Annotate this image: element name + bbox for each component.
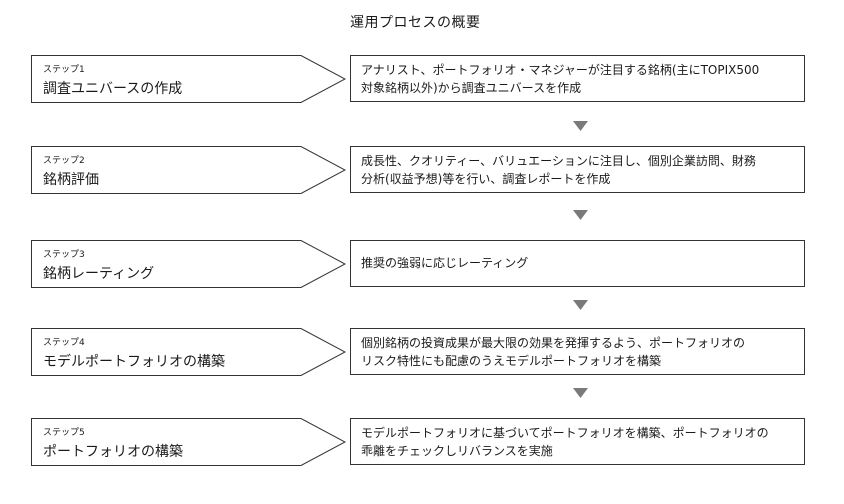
step-3-description-box: 推奨の強弱に応じレーティング — [350, 240, 805, 287]
step-3-name: 銘柄レーティング — [43, 266, 155, 282]
step-4-description-box: 個別銘柄の投資成果が最大限の効果を発揮するよう、ポートフォリオの リスク特性にも… — [350, 328, 805, 375]
step-5-description-box: モデルポートフォリオに基づいてポートフォリオを構築、ポートフォリオの 乖離をチェ… — [350, 418, 805, 465]
step-1-description: アナリスト、ポートフォリオ・マネジャーが注目する銘柄(主にTOPIX500 対象… — [361, 63, 760, 95]
step-5-number: ステップ5 — [43, 428, 85, 438]
triangle-down-icon — [573, 210, 588, 220]
step-1-description-box: アナリスト、ポートフォリオ・マネジャーが注目する銘柄(主にTOPIX500 対象… — [350, 55, 805, 102]
flow-arrow-2 — [573, 210, 588, 220]
step-row-2: ステップ2 銘柄評価 成長性、クオリティー、バリュエーションに注目し、個別企業訪… — [0, 146, 844, 194]
flow-arrow-3 — [573, 300, 588, 310]
step-3-description: 推奨の強弱に応じレーティング — [361, 256, 529, 270]
step-3-chevron: ステップ3 銘柄レーティング — [31, 240, 346, 288]
step-4-description: 個別銘柄の投資成果が最大限の効果を発揮するよう、ポートフォリオの リスク特性にも… — [361, 336, 746, 368]
step-row-4: ステップ4 モデルポートフォリオの構築 個別銘柄の投資成果が最大限の効果を発揮す… — [0, 328, 844, 376]
flow-arrow-4 — [573, 388, 588, 398]
step-2-number: ステップ2 — [43, 156, 85, 166]
step-4-number: ステップ4 — [43, 338, 85, 348]
step-4-chevron: ステップ4 モデルポートフォリオの構築 — [31, 328, 346, 376]
chevron-arrow-icon — [31, 328, 346, 376]
step-5-chevron: ステップ5 ポートフォリオの構築 — [31, 418, 346, 466]
step-3-number: ステップ3 — [43, 250, 85, 260]
chevron-arrow-icon — [31, 240, 346, 288]
chevron-arrow-icon — [31, 418, 346, 466]
step-row-3: ステップ3 銘柄レーティング 推奨の強弱に応じレーティング — [0, 240, 844, 288]
step-2-description-box: 成長性、クオリティー、バリュエーションに注目し、個別企業訪問、財務 分析(収益予… — [350, 146, 805, 193]
diagram-title: 運用プロセスの概要 — [350, 15, 481, 31]
flow-arrow-1 — [573, 121, 588, 131]
triangle-down-icon — [573, 388, 588, 398]
step-2-chevron: ステップ2 銘柄評価 — [31, 146, 346, 194]
triangle-down-icon — [573, 121, 588, 131]
step-5-name: ポートフォリオの構築 — [43, 444, 183, 460]
chevron-arrow-icon — [31, 55, 346, 103]
step-2-description: 成長性、クオリティー、バリュエーションに注目し、個別企業訪問、財務 分析(収益予… — [361, 154, 756, 186]
step-5-description: モデルポートフォリオに基づいてポートフォリオを構築、ポートフォリオの 乖離をチェ… — [361, 426, 769, 458]
triangle-down-icon — [573, 300, 588, 310]
step-row-1: ステップ1 調査ユニバースの作成 アナリスト、ポートフォリオ・マネジャーが注目す… — [0, 55, 844, 103]
chevron-arrow-icon — [31, 146, 346, 194]
step-1-number: ステップ1 — [43, 65, 85, 75]
step-4-name: モデルポートフォリオの構築 — [43, 354, 225, 370]
step-row-5: ステップ5 ポートフォリオの構築 モデルポートフォリオに基づいてポートフォリオを… — [0, 418, 844, 466]
step-1-name: 調査ユニバースの作成 — [43, 81, 183, 97]
step-2-name: 銘柄評価 — [43, 172, 99, 188]
step-1-chevron: ステップ1 調査ユニバースの作成 — [31, 55, 346, 103]
